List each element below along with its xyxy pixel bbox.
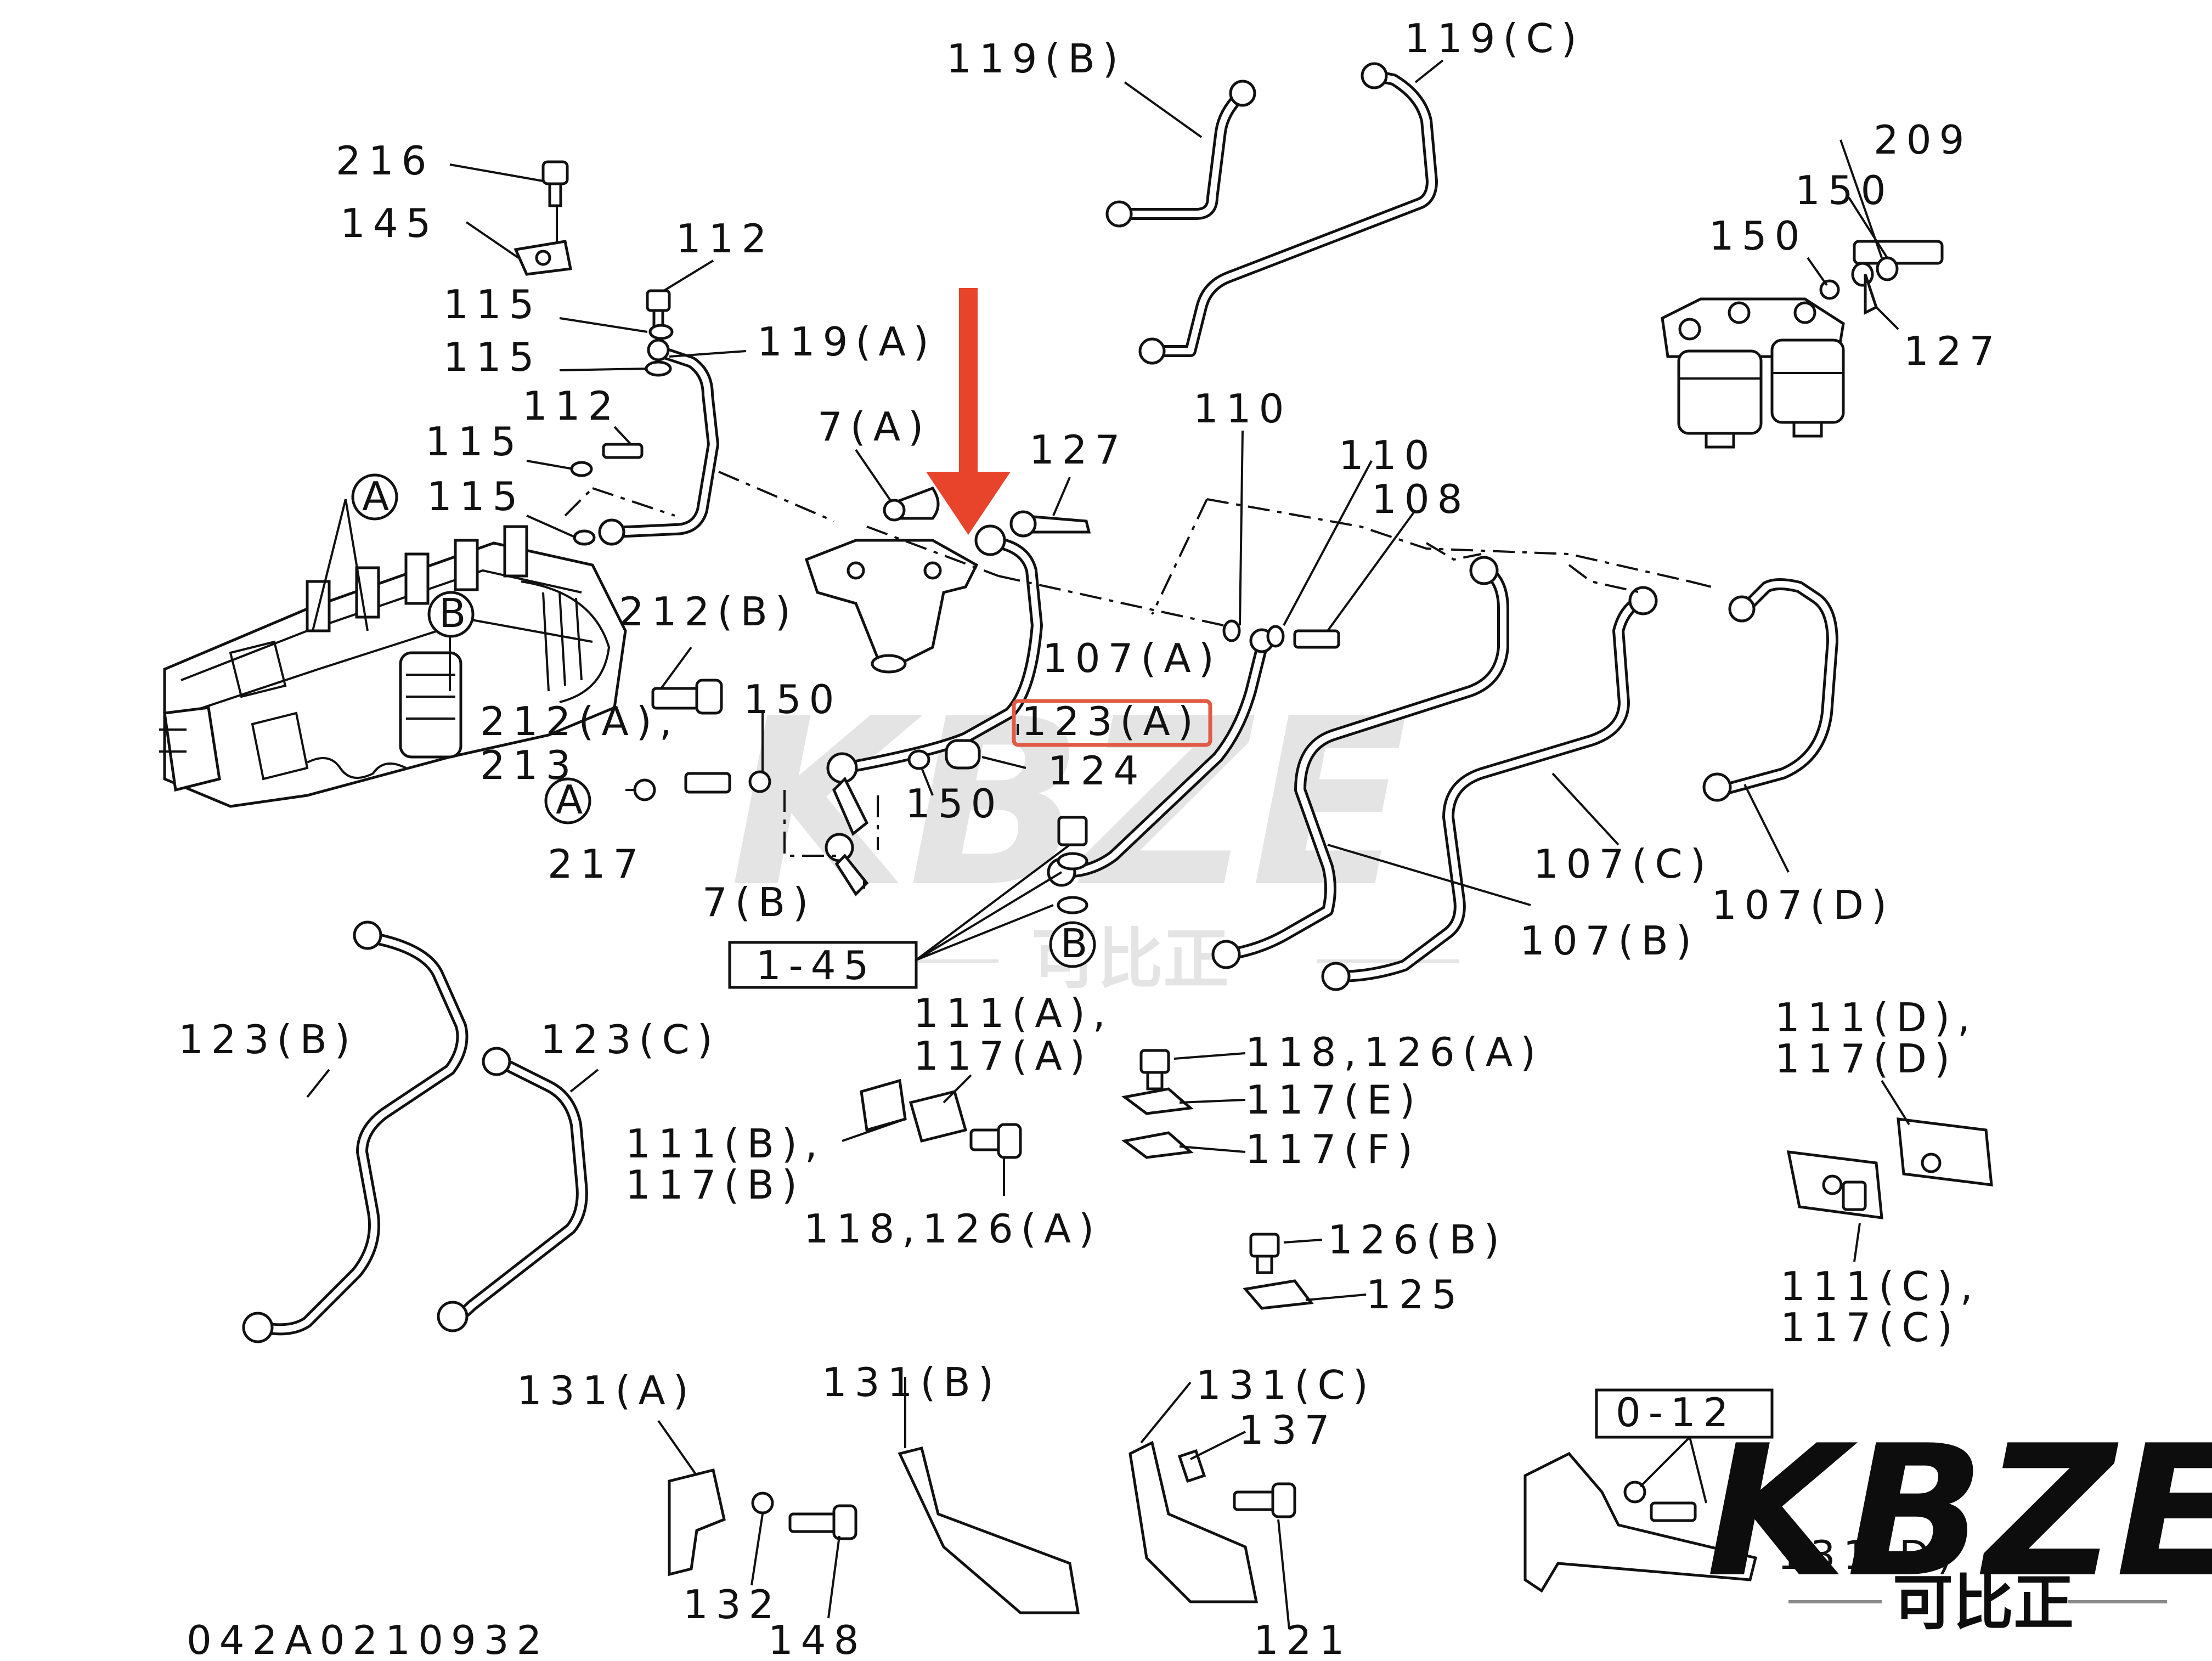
label-119a: 119(A)	[757, 319, 936, 365]
label-216: 216	[336, 138, 434, 184]
label-117a: 117(A)	[913, 1033, 1093, 1079]
part-labels: 119(B) 119(C) 216 145 112 115 119(A) 115…	[178, 15, 2002, 1661]
label-107c: 107(C)	[1533, 841, 1713, 887]
fuel-filter-illustration	[1661, 297, 1845, 449]
label-150-low: 150	[905, 781, 1003, 827]
label-110-1: 110	[1193, 386, 1291, 432]
label-125: 125	[1366, 1272, 1464, 1318]
fittings	[514, 160, 1944, 914]
label-117e: 117(E)	[1245, 1077, 1423, 1123]
brackets	[668, 1440, 1758, 1614]
label-7a: 7(A)	[817, 404, 931, 450]
label-circle-b1: B	[439, 590, 473, 636]
label-123c: 123(C)	[540, 1016, 720, 1063]
filter-bracket-illustration	[804, 539, 979, 674]
label-111b: 111(B),	[625, 1121, 825, 1167]
label-115-2: 115	[443, 334, 541, 380]
label-7b: 7(B)	[702, 879, 816, 925]
circle-marker-b2	[1049, 921, 1096, 968]
label-127-right: 127	[1904, 328, 2002, 374]
logo-chinese: 可比正	[1893, 1568, 2074, 1638]
circle-marker-a1	[351, 473, 398, 521]
label-121: 121	[1254, 1617, 1352, 1659]
label-107b: 107(B)	[1520, 918, 1699, 964]
label-150-fr1: 150	[1795, 167, 1893, 213]
label-123b: 123(B)	[178, 1016, 358, 1063]
label-131a: 131(A)	[517, 1368, 696, 1414]
label-132: 132	[683, 1581, 781, 1628]
label-131b: 131(B)	[822, 1359, 1001, 1405]
label-110-2: 110	[1339, 432, 1437, 478]
label-145: 145	[340, 200, 438, 246]
label-119c: 119(C)	[1404, 15, 1584, 61]
label-118-126a-2: 118,126(A)	[804, 1206, 1102, 1252]
label-131d: 131(D)	[1778, 1532, 1960, 1578]
label-circle-a1: A	[362, 473, 397, 519]
label-1-45: 1-45	[756, 942, 876, 988]
label-126b: 126(B)	[1328, 1217, 1507, 1263]
label-115-4: 115	[427, 473, 525, 519]
clips	[860, 1049, 1993, 1310]
ref-box-1-45	[728, 941, 918, 989]
label-117d: 117(D)	[1775, 1036, 1957, 1082]
label-117c: 117(C)	[1780, 1304, 1960, 1351]
logo-brand: KBZE	[1706, 1406, 2212, 1617]
label-115-3: 115	[425, 419, 523, 465]
label-118-126a-1: 118,126(A)	[1245, 1029, 1543, 1075]
label-131c: 131(C)	[1196, 1362, 1376, 1408]
brand-logo: KBZE 可比正	[1706, 1406, 2212, 1638]
label-117f: 117(F)	[1245, 1126, 1420, 1172]
label-111c: 111(C),	[1780, 1263, 1980, 1309]
drawing-number: 042A0210932	[187, 1617, 549, 1659]
label-107d: 107(D)	[1712, 882, 1894, 928]
label-0-12: 0-12	[1616, 1389, 1736, 1436]
highlight-arrow	[926, 288, 1011, 535]
label-213: 213	[480, 742, 578, 788]
label-circle-a2: A	[556, 777, 590, 823]
label-212b: 212(B)	[619, 589, 798, 635]
label-108: 108	[1372, 476, 1470, 522]
highlighted-part-box	[1012, 699, 1212, 747]
label-117b: 117(B)	[625, 1162, 805, 1208]
label-217: 217	[548, 841, 646, 887]
label-112-top: 112	[676, 216, 774, 262]
label-124: 124	[1048, 748, 1146, 794]
label-circle-b2: B	[1060, 920, 1095, 967]
label-209: 209	[1874, 117, 1972, 163]
label-111a: 111(A),	[913, 990, 1113, 1036]
label-123a: 123(A)	[1022, 698, 1201, 744]
label-150-mid: 150	[743, 676, 842, 722]
label-111d: 111(D),	[1775, 995, 1978, 1041]
label-112-mid: 112	[522, 383, 620, 429]
label-107a: 107(A)	[1042, 635, 1222, 681]
injection-pump-illustration	[159, 525, 627, 808]
label-212a: 212(A),	[480, 698, 680, 744]
circle-marker-a2	[544, 777, 591, 824]
fuel-pipes	[242, 62, 1838, 1343]
label-119b: 119(B)	[946, 36, 1126, 82]
label-137: 137	[1239, 1407, 1337, 1453]
circle-marker-b1	[427, 591, 475, 638]
label-127-mid: 127	[1029, 427, 1127, 473]
label-150-fr2: 150	[1709, 213, 1807, 259]
label-148: 148	[768, 1617, 866, 1659]
ref-box-0-12	[1595, 1388, 1774, 1439]
leader-lines	[306, 59, 1910, 1630]
label-115-1: 115	[443, 281, 541, 327]
